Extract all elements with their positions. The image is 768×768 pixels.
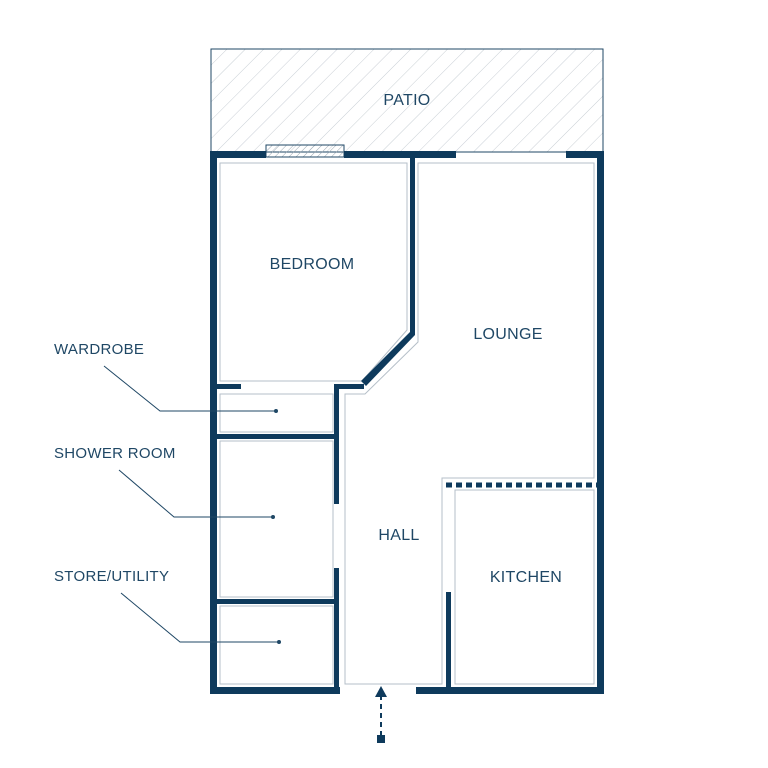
lounge-label: LOUNGE	[473, 326, 542, 343]
patio-label: PATIO	[383, 92, 430, 109]
store-utility-callout-label: STORE/UTILITY	[54, 568, 169, 585]
bedroom-label: BEDROOM	[270, 256, 355, 273]
entrance-arrow-icon	[375, 686, 387, 743]
patio-area: PATIO	[210, 48, 604, 153]
store-utility-callout: STORE/UTILITY	[54, 568, 281, 644]
kitchen-label: KITCHEN	[490, 569, 562, 586]
window	[265, 144, 345, 158]
room-outlines	[219, 162, 595, 685]
wardrobe-callout-label: WARDROBE	[54, 341, 144, 358]
walls	[210, 151, 604, 694]
wardrobe-callout: WARDROBE	[54, 341, 278, 413]
hall-label: HALL	[378, 527, 419, 544]
shower-room-callout-label: SHOWER ROOM	[54, 445, 176, 462]
shower-room-callout: SHOWER ROOM	[54, 445, 275, 519]
